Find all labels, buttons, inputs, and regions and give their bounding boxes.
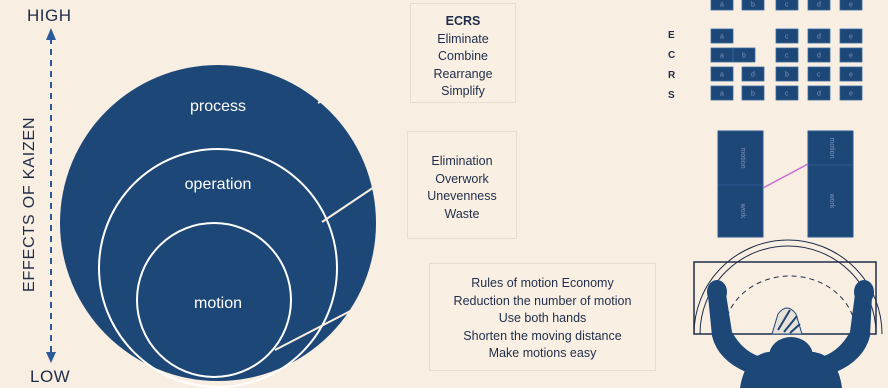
grid-cell-label: b xyxy=(785,72,789,79)
grid-cell-label: e xyxy=(849,53,853,60)
right-motion-bar xyxy=(807,130,854,166)
left-work-bar xyxy=(717,184,764,238)
bar-connector xyxy=(762,163,809,189)
process-label: process xyxy=(190,98,246,115)
grid-top-cell: c xyxy=(775,0,799,11)
waste-box: Elimination Overwork Unevenness Waste xyxy=(407,131,517,239)
overlap-hatch xyxy=(777,309,801,334)
grid-cell: a xyxy=(710,28,734,44)
grid-cell: a xyxy=(710,85,734,101)
right-arm xyxy=(824,294,872,372)
operation-circle xyxy=(98,148,338,388)
motion-line: Make motions easy xyxy=(488,346,597,360)
workstation-illustration xyxy=(693,239,883,388)
operation-label: operation xyxy=(185,176,252,193)
grid-cell-label: c xyxy=(785,91,789,98)
grid-cell: a xyxy=(710,66,734,82)
grid-row-label: E xyxy=(668,30,675,41)
motion-circle xyxy=(136,222,292,378)
grid-cell-label: a xyxy=(720,91,724,98)
grid-cell: c xyxy=(807,66,831,82)
grid-cell: d xyxy=(807,28,831,44)
grid-cell-label: c xyxy=(817,72,821,79)
grid-top-cell: d xyxy=(807,0,831,11)
grid-cell: c xyxy=(775,47,799,63)
grid-cell-label: d xyxy=(817,53,821,60)
left-work-text: work xyxy=(739,203,746,219)
waste-line: Unevenness xyxy=(427,189,497,203)
grid-top-cell-label: c xyxy=(785,2,789,9)
axis-low-label: LOW xyxy=(30,367,71,386)
grid-cell-label: e xyxy=(849,91,853,98)
grid-cell: c xyxy=(775,85,799,101)
grid-row-label: C xyxy=(668,50,675,61)
body-shoulders xyxy=(740,352,842,388)
grid-top-cell-label: b xyxy=(751,2,755,9)
connector-lines xyxy=(274,51,415,351)
waste-line: Waste xyxy=(444,206,480,221)
grid-cell: d xyxy=(741,66,765,82)
grid-top-cell: a xyxy=(710,0,734,11)
grid-cell: d xyxy=(807,47,831,63)
ecrs-line: Combine xyxy=(437,49,489,63)
grid-top-cell-label: e xyxy=(849,2,853,9)
grid-cell: a xyxy=(710,47,734,63)
grid-cell: d xyxy=(807,85,831,101)
grid-cell: b xyxy=(741,85,765,101)
grid-cell-label: d xyxy=(817,91,821,98)
grid-cell: c xyxy=(775,28,799,44)
grid-top-cell-label: a xyxy=(720,2,724,9)
motion-line: Use both hands xyxy=(498,311,587,325)
grid-cell: e xyxy=(839,85,863,101)
grid-row-label: S xyxy=(668,90,675,101)
motion-line: Shorten the moving distance xyxy=(463,328,622,343)
left-motion-bar xyxy=(717,130,764,186)
grid-cell-label: a xyxy=(720,53,724,60)
waste-line: Overwork xyxy=(435,171,489,186)
grid-top-cell-label: d xyxy=(817,2,821,9)
motion-line: Reduction the number of motion xyxy=(453,293,632,308)
grid-cell: b xyxy=(732,47,756,63)
grid-cell-label: e xyxy=(849,72,853,79)
grid-cell: e xyxy=(839,28,863,44)
right-hand-icon xyxy=(854,280,874,304)
grid-cell-label: a xyxy=(720,72,724,79)
left-hand-icon xyxy=(707,280,727,304)
ecrs-line: Eliminate xyxy=(437,31,489,46)
grid-cell-label: b xyxy=(742,53,746,60)
grid-cell-label: d xyxy=(751,72,755,79)
left-motion-text: motion xyxy=(739,147,746,168)
ecrs-title: ECRS xyxy=(445,14,481,28)
grid-cell-label: c xyxy=(785,34,789,41)
ecrs-line: Simplify xyxy=(441,84,485,98)
grid-cell-label: e xyxy=(849,34,853,41)
left-arm xyxy=(708,294,758,372)
right-work-bar xyxy=(807,164,854,238)
grid-row-label: R xyxy=(668,70,676,81)
motion-box: Rules of motion Economy Reduction the nu… xyxy=(429,263,656,371)
axis-high-label: HIGH xyxy=(27,6,72,25)
ecrs-box: ECRS Eliminate Combine Rearrange Simplif… xyxy=(410,3,516,103)
motion-work-bars: motion work motion work xyxy=(717,130,854,238)
ecrs-line: Rearrange xyxy=(433,66,493,81)
grid-top-cell: e xyxy=(839,0,863,11)
grid-cell: e xyxy=(839,66,863,82)
motion-label: motion xyxy=(194,295,242,312)
grid-cell-label: c xyxy=(785,53,789,60)
grid-cell-label: b xyxy=(751,91,755,98)
waste-line: Elimination xyxy=(431,154,493,168)
grid-top-cell: b xyxy=(741,0,765,11)
motion-line: Rules of motion Economy xyxy=(471,276,614,290)
grid-cell-label: d xyxy=(817,34,821,41)
vertical-axis-arrow xyxy=(46,28,56,363)
overlap-area xyxy=(771,307,803,335)
grid-cell-label: a xyxy=(720,34,724,41)
grid-cell: e xyxy=(839,47,863,63)
right-work-text: work xyxy=(828,193,835,209)
ecrs-grid: a b c d e a c d e a b c d e a d b c e a b c d e ECRS xyxy=(668,0,863,101)
grid-cell: b xyxy=(775,66,799,82)
right-motion-text: motion xyxy=(828,137,835,158)
